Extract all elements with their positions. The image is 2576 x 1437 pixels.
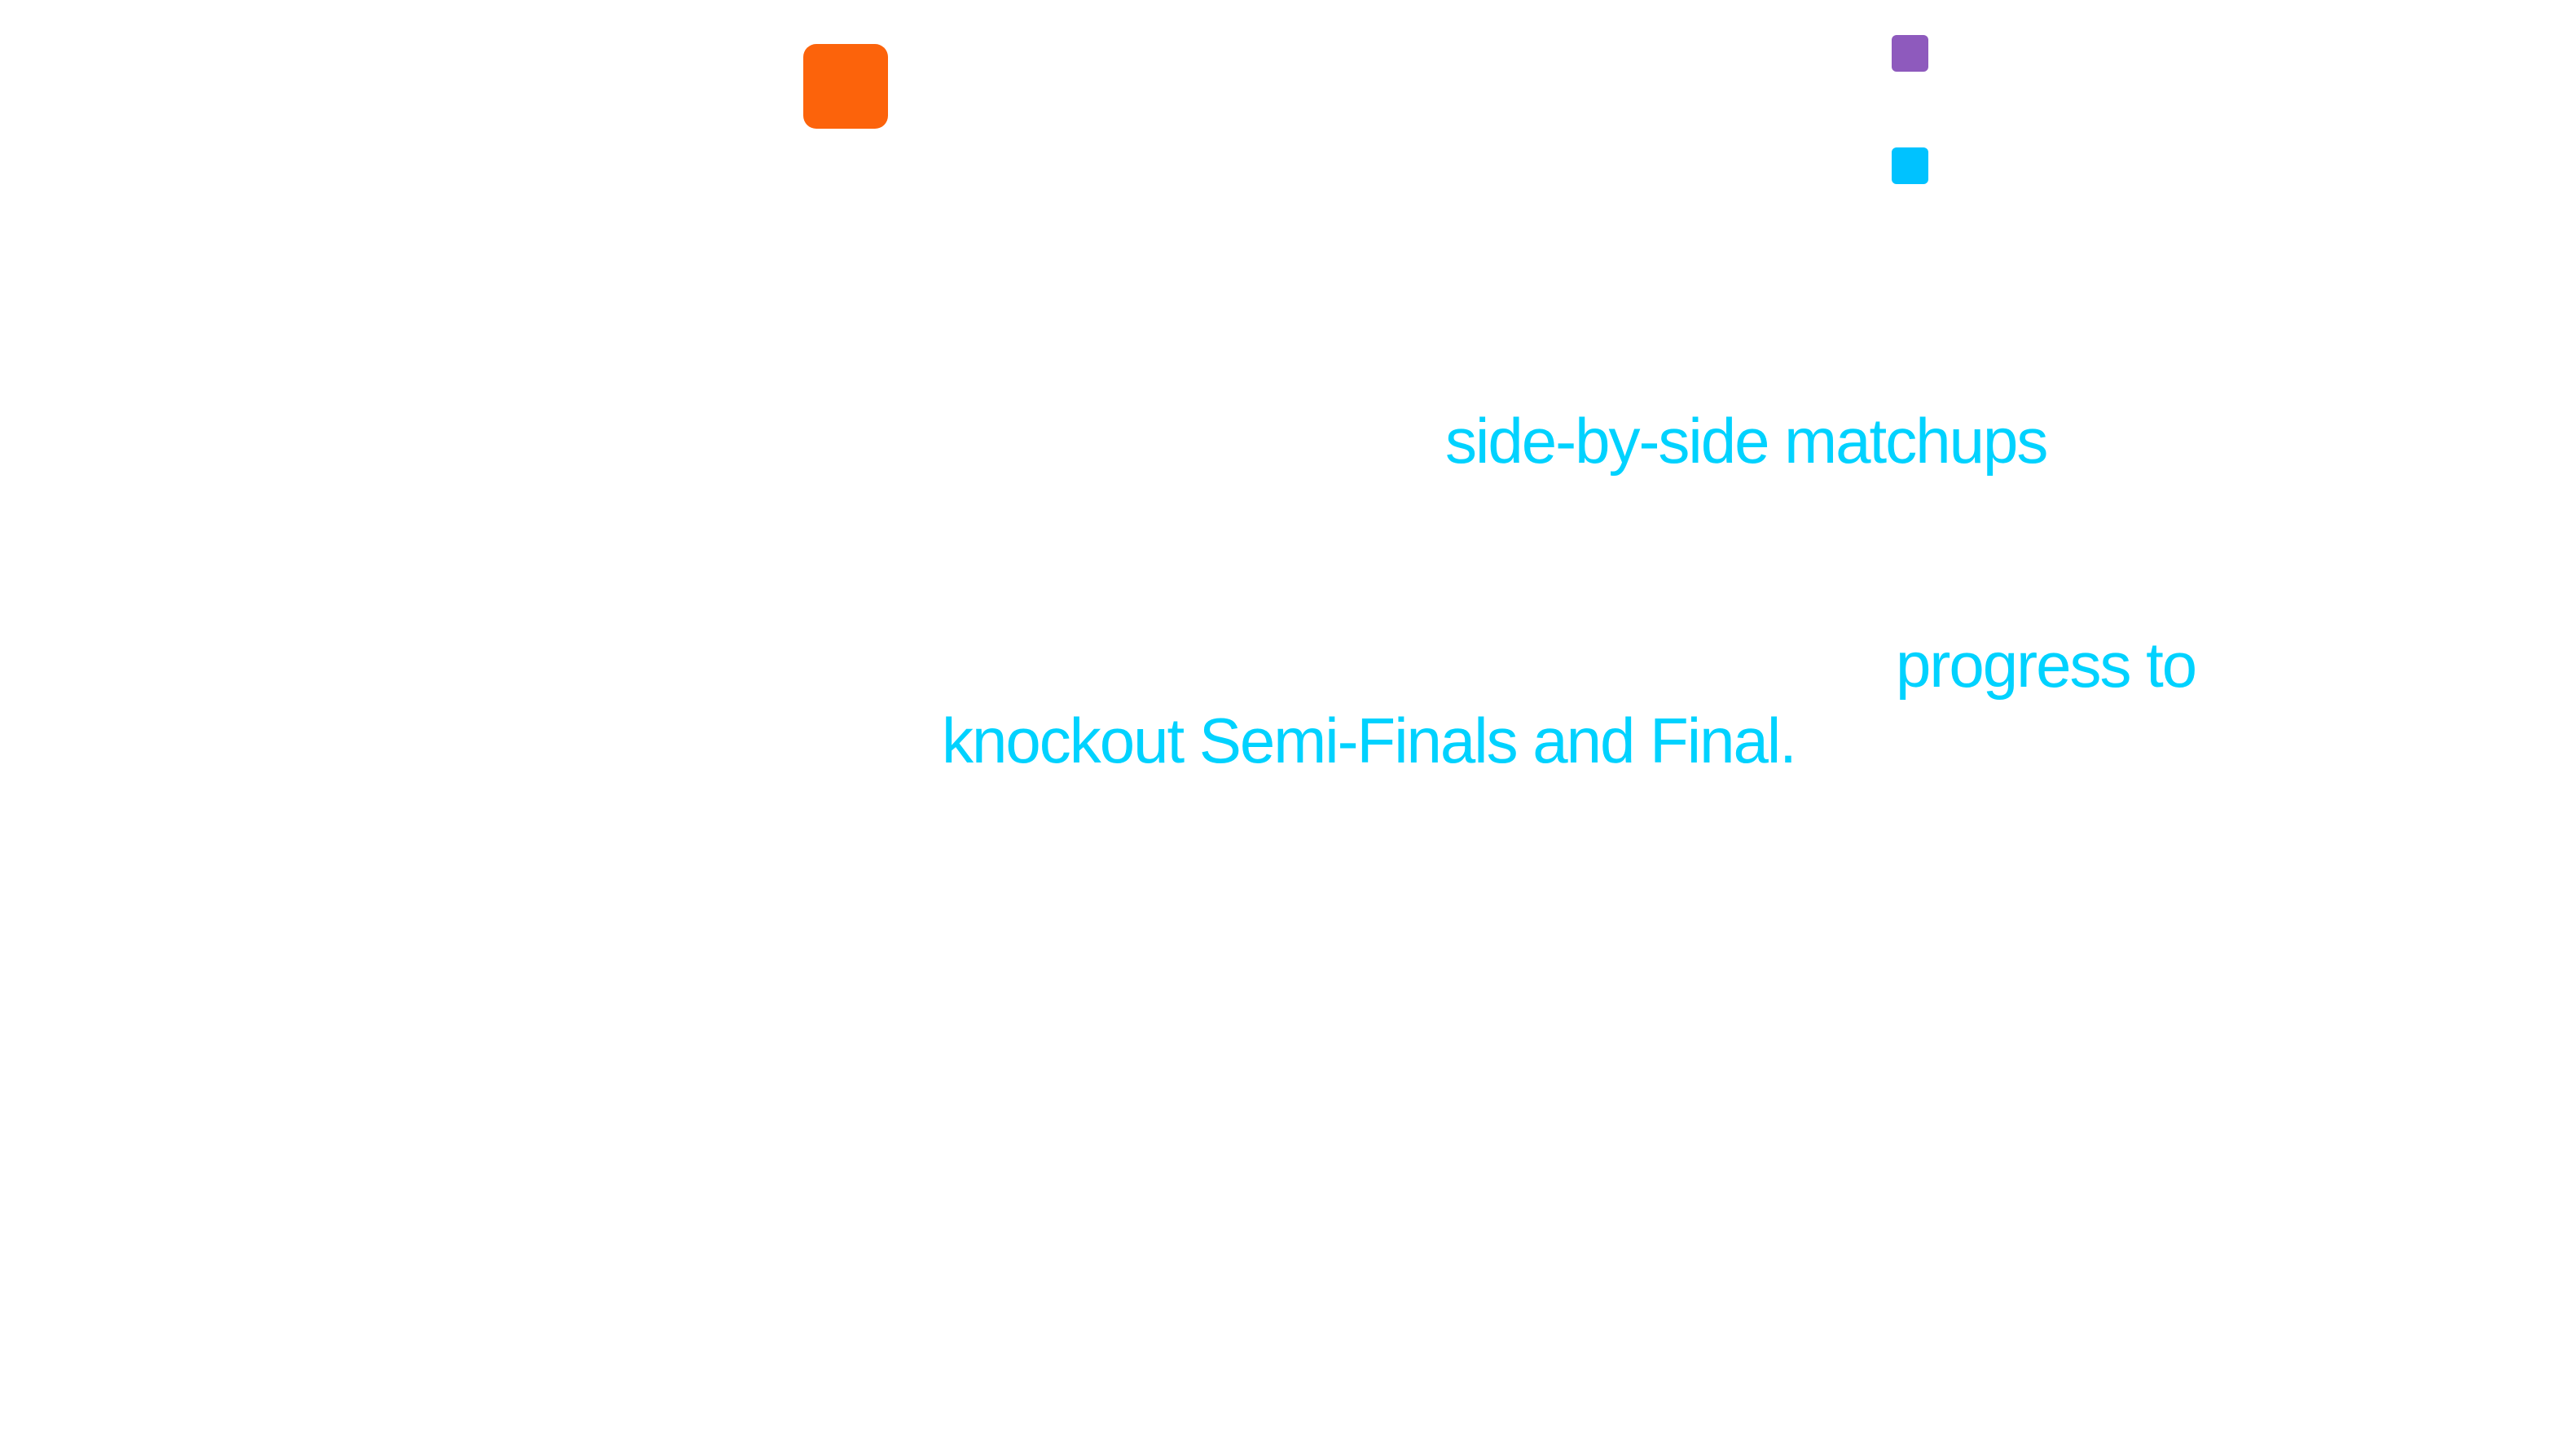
cyan-legend-square-icon: [1892, 147, 1928, 184]
highlight-text-knockout: knockout Semi-Finals and Final.: [942, 705, 1797, 776]
highlight-text-progress: progress to: [1896, 629, 2197, 701]
purple-legend-square-icon: [1892, 35, 1928, 72]
orange-square-icon: [803, 44, 888, 129]
highlight-text-matchups: side-by-side matchups: [1445, 405, 2048, 477]
